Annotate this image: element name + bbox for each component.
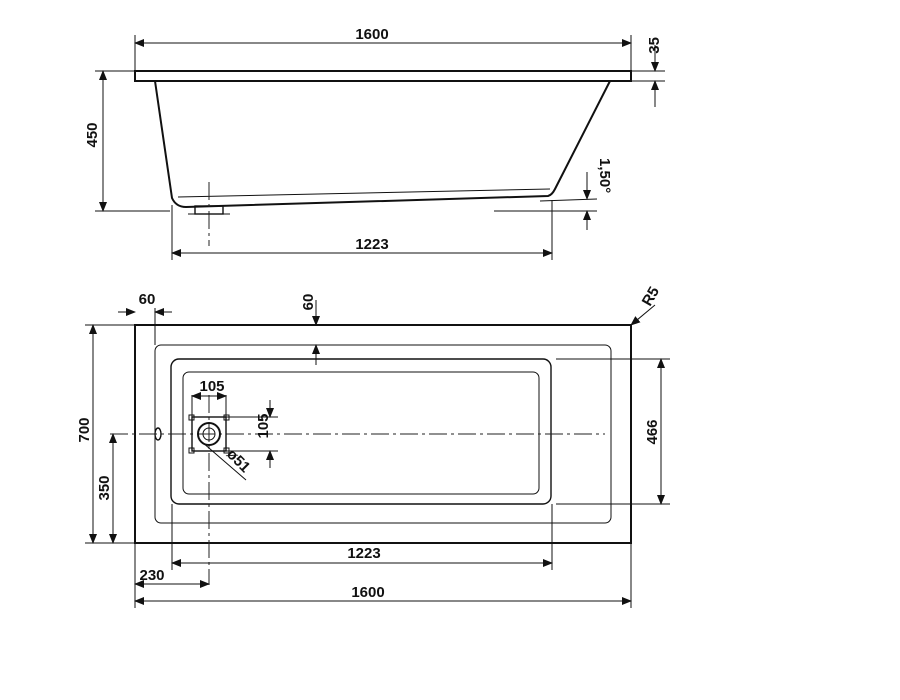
top-corner-radius-label: R5 — [639, 284, 663, 309]
side-tub-body — [154, 80, 611, 209]
top-drain-offset-vertical-label: 105 — [255, 413, 272, 438]
top-basin-outer — [170, 358, 552, 505]
side-bottom-inner — [177, 188, 551, 198]
top-width-label: 700 — [76, 417, 93, 442]
side-length-label: 1600 — [355, 26, 388, 43]
side-bottom-length-label: 1223 — [355, 236, 388, 253]
top-view: 60 60 R5 105 105 ø51 700 350 4 — [76, 284, 670, 608]
top-basin-inner — [182, 371, 540, 495]
slope-angle-line — [539, 198, 598, 202]
side-slope-label: 1,50° — [596, 158, 613, 193]
radius-leader — [630, 304, 656, 326]
drain-dia-leader — [201, 441, 247, 481]
side-view: 1600 35 450 1,50° 1223 — [84, 26, 665, 260]
side-depth-label: 450 — [84, 122, 101, 147]
top-inner-width-label: 466 — [644, 419, 661, 444]
top-drain-diameter-label: ø51 — [223, 446, 253, 476]
side-drain — [188, 182, 230, 246]
side-rim — [134, 70, 632, 82]
top-drain-x-label: 230 — [139, 567, 164, 584]
top-half-width-label: 350 — [96, 475, 113, 500]
top-drain-offset-label: 105 — [199, 378, 224, 395]
side-rim-height-label: 35 — [646, 37, 663, 54]
top-rim-width-label: 60 — [139, 291, 156, 308]
top-length-label: 1600 — [351, 584, 384, 601]
top-bottom-length-label: 1223 — [347, 545, 380, 562]
top-rim-depth-label: 60 — [300, 294, 317, 311]
